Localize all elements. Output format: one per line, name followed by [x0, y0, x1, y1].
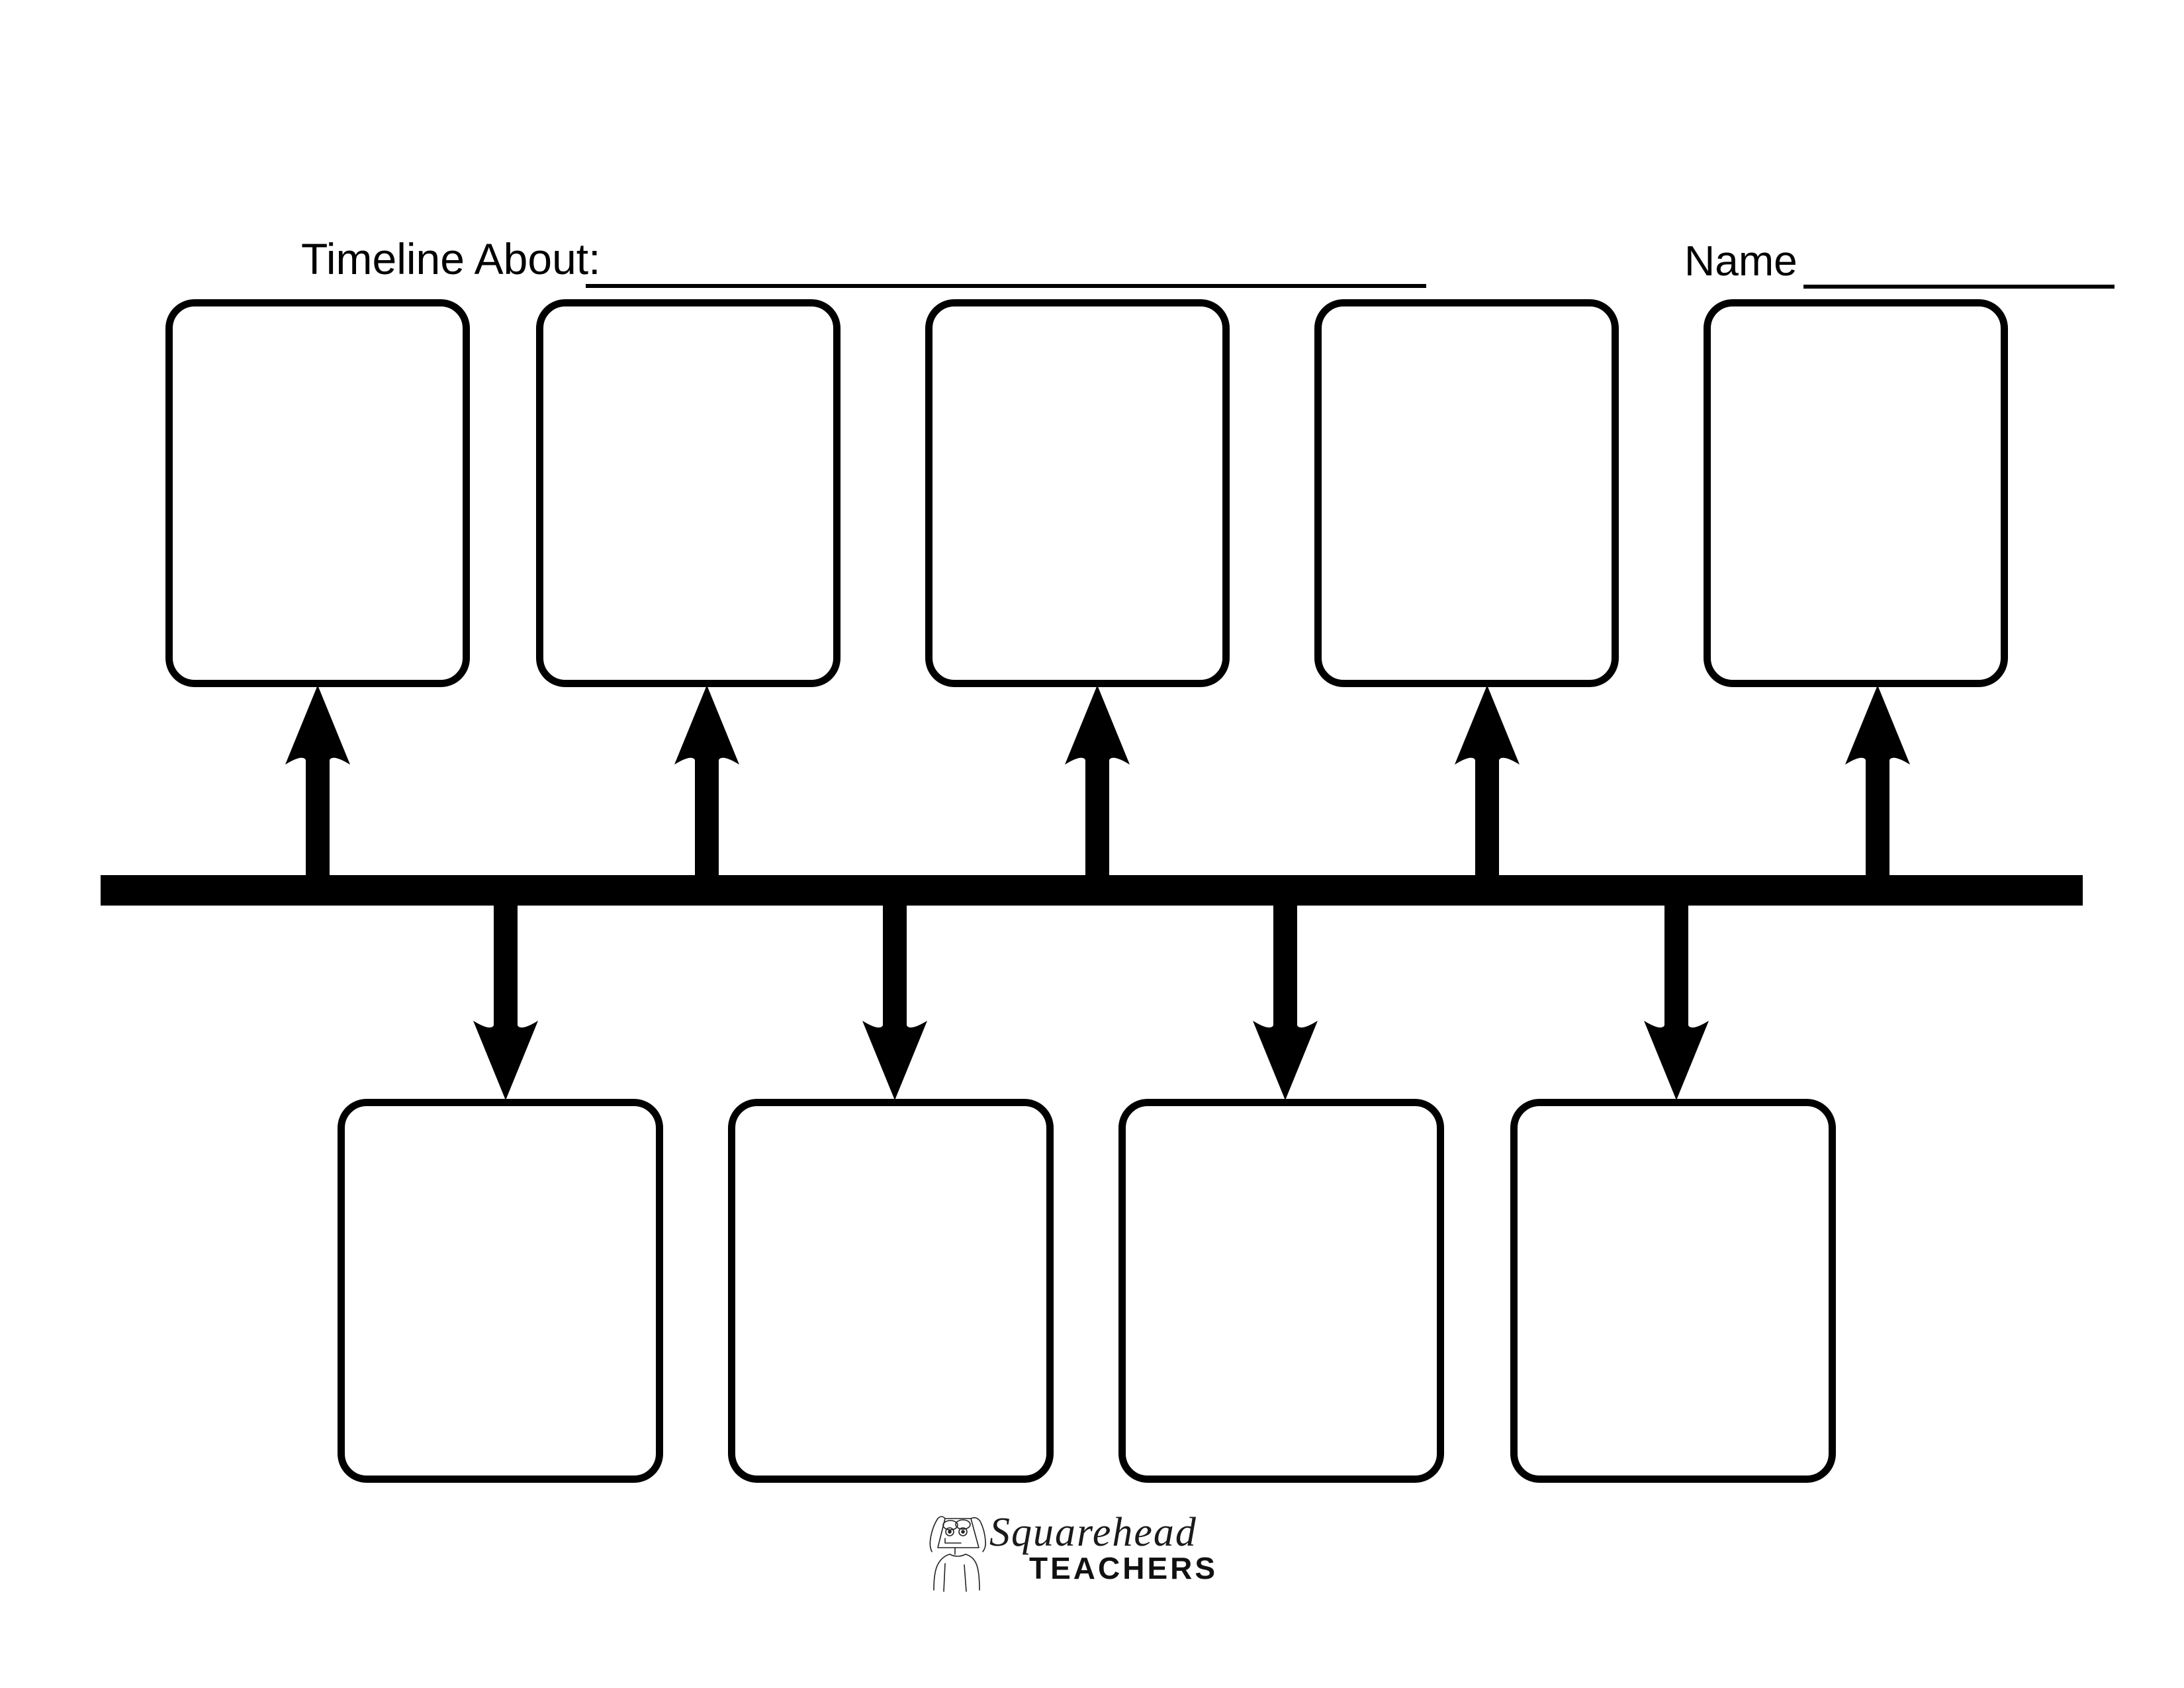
logo-primary-text: Squarehead [989, 1510, 1197, 1555]
arrow-up-icon-2 [674, 685, 739, 878]
arrow-down-icon-1 [473, 902, 538, 1100]
arrow-up-icon-4 [1455, 685, 1520, 878]
top-event-box-5[interactable] [1704, 299, 2008, 687]
arrow-down-icon-2 [862, 902, 927, 1100]
arrow-down-icon-4 [1644, 902, 1709, 1100]
bottom-event-box-2[interactable] [728, 1099, 1054, 1483]
bottom-event-box-4[interactable] [1510, 1099, 1836, 1483]
arrow-up-icon-1 [285, 685, 350, 878]
arrow-up-icon-3 [1065, 685, 1130, 878]
timeline-about-blank-line[interactable] [586, 284, 1426, 288]
timeline-bar [101, 875, 2083, 906]
bottom-event-box-3[interactable] [1118, 1099, 1444, 1483]
top-event-box-4[interactable] [1314, 299, 1619, 687]
arrow-down-icon-3 [1253, 902, 1318, 1100]
timeline-about-label: Timeline About: [301, 234, 601, 283]
logo-secondary-text: TEACHERS [1029, 1551, 1218, 1585]
arrow-up-icon-5 [1845, 685, 1910, 878]
logo-text: Squarehead TEACHERS [989, 1512, 1228, 1605]
top-event-box-2[interactable] [536, 299, 841, 687]
squarehead-figure-icon [929, 1516, 986, 1592]
name-label: Name [1684, 237, 1797, 285]
bottom-event-box-1[interactable] [338, 1099, 663, 1483]
squarehead-teachers-logo: Squarehead TEACHERS [923, 1511, 1228, 1610]
worksheet-header: Timeline About: Name [0, 119, 2184, 289]
name-blank-line[interactable] [1803, 285, 2115, 289]
top-event-box-3[interactable] [925, 299, 1230, 687]
top-event-box-1[interactable] [165, 299, 470, 687]
